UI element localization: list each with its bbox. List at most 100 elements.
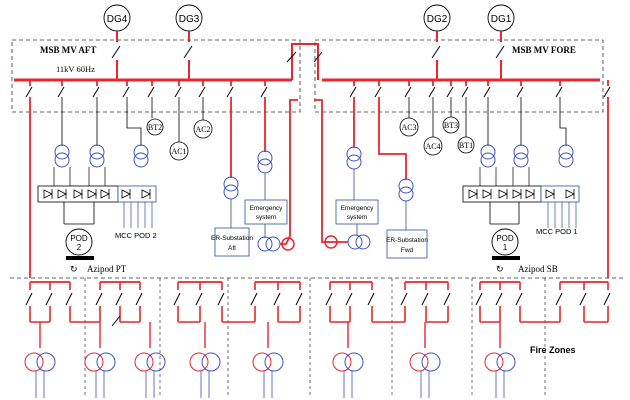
- tie-breaker: [111, 315, 121, 327]
- breaker: [122, 86, 130, 98]
- breaker: [495, 292, 503, 306]
- breaker: [428, 86, 436, 98]
- breaker: [400, 292, 408, 306]
- azipod-pt-label: Azipod PT: [87, 264, 127, 274]
- bt2-label: BT2: [148, 123, 162, 132]
- transformer-winding: [484, 352, 504, 372]
- breaker: [195, 292, 203, 306]
- msb-aft-frame: [11, 39, 301, 113]
- breaker: [115, 292, 123, 306]
- breaker: [273, 292, 281, 306]
- breaker: [555, 86, 563, 98]
- breaker: [173, 292, 181, 306]
- breaker: [57, 86, 65, 98]
- emergency-aft-line1: Emergency: [250, 205, 284, 212]
- dg4-label: DG4: [107, 14, 128, 25]
- emergency-aft-line2: system: [256, 214, 277, 221]
- diode: [545, 189, 555, 199]
- azipod-pt-rotation-icon: ↻: [70, 264, 78, 274]
- diode: [87, 189, 97, 199]
- ac3-label: AC3: [401, 123, 416, 132]
- breaker: [603, 86, 611, 98]
- mcc-pod1-label: MCC POD 1: [536, 227, 578, 236]
- diode: [121, 189, 131, 199]
- breaker: [421, 292, 429, 306]
- feeder-bt1: BT1: [457, 97, 475, 154]
- er-aft-line2: Aft: [228, 245, 236, 252]
- breaker: [45, 292, 53, 306]
- bus-tie: [291, 43, 319, 80]
- breaker: [135, 292, 143, 306]
- transformer-winding: [36, 352, 56, 372]
- breaker: [446, 86, 454, 98]
- breaker: [92, 86, 100, 98]
- diode: [525, 189, 535, 199]
- bt1-label: BT1: [459, 141, 473, 150]
- breaker: [461, 86, 469, 98]
- msb-aft-label: MSB MV AFT: [40, 45, 96, 55]
- breaker: [147, 86, 155, 98]
- transformer-winding: [96, 352, 116, 372]
- transformer-winding: [146, 352, 166, 372]
- emergency-system-aft: Emergency system: [244, 97, 298, 252]
- voltage-label: 11kV 60Hz: [56, 64, 95, 74]
- dg2-label: DG2: [427, 14, 448, 25]
- mcc-pod2-label: MCC POD 2: [115, 231, 157, 240]
- transformer-winding: [252, 352, 272, 372]
- breaker: [25, 292, 33, 306]
- feeder-ac1: AC1: [169, 97, 189, 161]
- transformer-winding: [84, 352, 104, 372]
- breaker: [404, 86, 412, 98]
- feeder-bt3: BT3: [442, 97, 460, 134]
- breaker: [443, 292, 451, 306]
- er-aft-line1: ER-Substation: [211, 235, 253, 242]
- breaker: [374, 86, 382, 98]
- transformer-winding: [496, 352, 516, 372]
- diode: [100, 189, 110, 199]
- breaker: [483, 86, 491, 98]
- diode: [468, 189, 478, 199]
- pod1-drive: POD 1 Azipod SB ↻ MCC POD 1: [462, 97, 580, 274]
- generator-dg4: DG4: [103, 4, 131, 80]
- breaker: [174, 86, 182, 98]
- transformer-winding: [189, 352, 209, 372]
- pod1-label-line1: POD: [496, 234, 514, 243]
- diode: [43, 189, 53, 199]
- transformer-winding: [264, 352, 284, 372]
- pod2-label-line1: POD: [70, 234, 88, 243]
- generator-dg3: DG3: [175, 4, 203, 80]
- breaker: [295, 292, 303, 306]
- breaker: [95, 292, 103, 306]
- emergency-fwd-line1: Emergency: [341, 205, 375, 212]
- breaker: [217, 292, 225, 306]
- transformer-winding: [24, 352, 44, 372]
- feeder-ac4: AC4: [423, 97, 443, 156]
- transformer-winding: [421, 352, 441, 372]
- generator-dg2: DG2: [423, 4, 451, 80]
- msb-fore-label: MSB MV FORE: [512, 45, 576, 55]
- er-substation-fwd: ER-Substation Fwd: [378, 97, 428, 259]
- feeder-bt2: BT2: [146, 97, 164, 136]
- azipod-sb-label: Azipod SB: [518, 264, 558, 274]
- transformer-winding: [332, 352, 352, 372]
- bt3-label: BT3: [444, 121, 458, 130]
- fire-zones-label: Fire Zones: [530, 345, 576, 355]
- ac2-label: AC2: [195, 125, 210, 134]
- diode: [565, 189, 575, 199]
- transformer-winding: [134, 352, 154, 372]
- breaker: [325, 292, 333, 306]
- azipod-sb-rotation-icon: ↻: [496, 264, 504, 274]
- breaker: [555, 292, 563, 306]
- breaker: [349, 86, 357, 98]
- breaker: [516, 86, 524, 98]
- diode: [498, 189, 508, 199]
- msb-fore-frame: [314, 39, 604, 113]
- breaker: [198, 86, 206, 98]
- emergency-fwd-line2: system: [347, 214, 368, 221]
- pod2-drive: POD 2 Azipod PT ↻ MCC POD 2: [37, 97, 157, 274]
- transformer-winding: [201, 352, 221, 372]
- dg3-label: DG3: [179, 14, 200, 25]
- breaker: [515, 292, 523, 306]
- diode: [141, 189, 151, 199]
